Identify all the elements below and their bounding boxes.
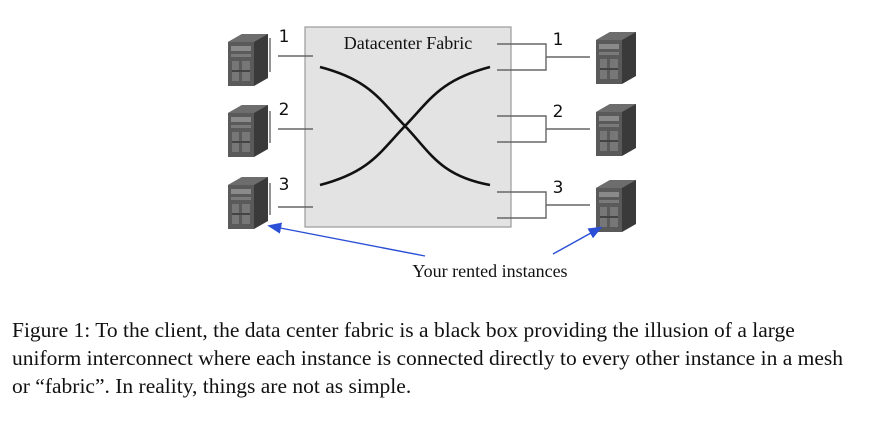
left-port-label-3: 3 xyxy=(279,175,290,195)
left-server-2-icon xyxy=(228,105,268,157)
right-connectors xyxy=(497,43,590,219)
left-connectors xyxy=(269,38,313,215)
left-server-3-icon xyxy=(228,177,268,229)
left-port-label-1: 1 xyxy=(279,27,290,47)
right-port-label-1: 1 xyxy=(553,30,564,50)
datacenter-fabric-diagram: Datacenter Fabric 1 2 3 1 2 3 xyxy=(228,26,636,281)
right-server-3-icon xyxy=(596,180,636,232)
right-port-label-2: 2 xyxy=(553,102,564,122)
fabric-label: Datacenter Fabric xyxy=(344,33,472,53)
right-server-2-icon xyxy=(596,104,636,156)
right-port-label-3: 3 xyxy=(553,178,564,198)
left-port-label-2: 2 xyxy=(279,100,290,120)
right-server-1-icon xyxy=(596,32,636,84)
instances-label: Your rented instances xyxy=(412,261,567,281)
arrow-to-right-instance xyxy=(552,226,603,255)
fabric-crossing-curve-up xyxy=(319,65,491,187)
left-server-1-icon xyxy=(228,34,268,86)
arrow-to-left-instance xyxy=(267,222,426,257)
fabric-box xyxy=(304,26,512,228)
figure-caption: Figure 1: To the client, the data center… xyxy=(12,318,843,398)
